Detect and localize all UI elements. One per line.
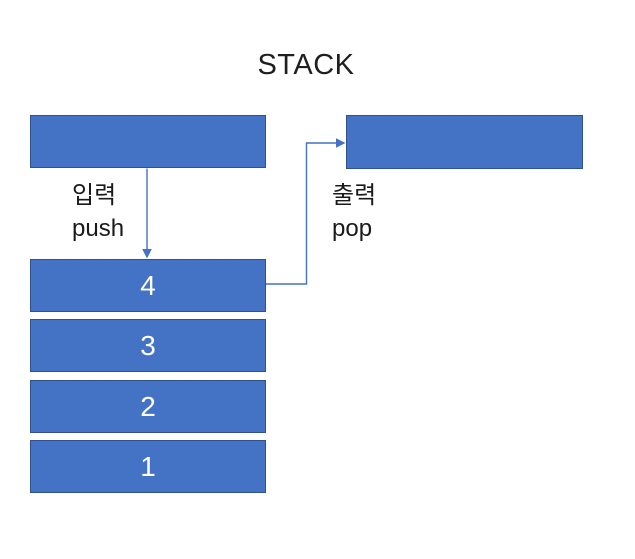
stack-cell-value: 2 [140, 390, 156, 422]
stack-cell: 3 [30, 319, 266, 372]
stack-cell: 2 [30, 380, 266, 433]
output-result-box [346, 115, 583, 169]
diagram-title: STACK [257, 49, 355, 81]
push-down-arrow-icon [142, 168, 152, 259]
stack-cell-value: 4 [140, 269, 156, 301]
input-label-english: push [72, 215, 125, 242]
input-label: 입력 push [72, 179, 124, 245]
stack-cell-bottom: 1 [30, 440, 266, 493]
stack-cell-value: 1 [140, 450, 156, 482]
output-label-english: pop [332, 215, 373, 242]
output-label-korean: 출력 [332, 182, 377, 209]
stack-cell-top: 4 [30, 259, 266, 312]
output-label: 출력 pop [332, 179, 376, 245]
input-staging-box [30, 115, 266, 168]
stack-cell-value: 3 [140, 329, 156, 361]
input-label-korean: 입력 [72, 182, 117, 209]
